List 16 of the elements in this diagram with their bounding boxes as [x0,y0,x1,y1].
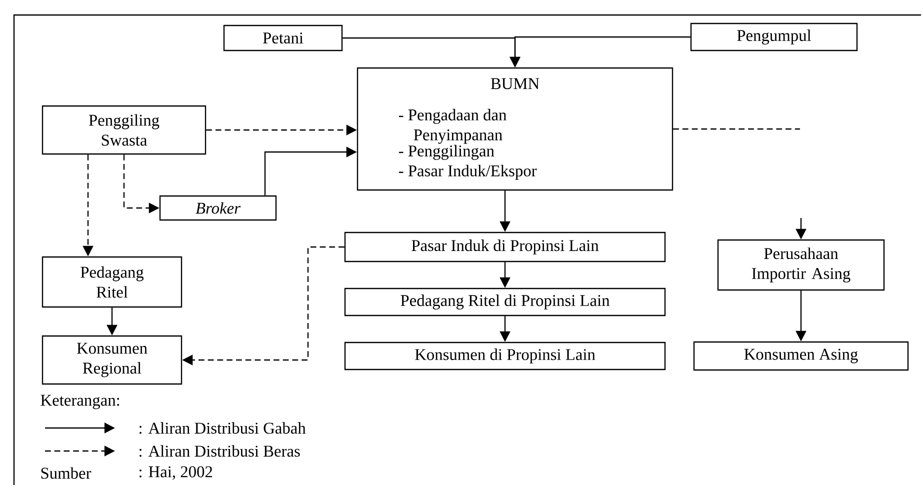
process-box: Konsumen Asing [693,341,909,371]
process-box: Konsumen Regional [42,335,182,385]
process-box: Pedagang Ritel di Propinsi Lain [344,288,666,316]
process-box: Pedagang Ritel [42,256,182,308]
process-box: Perusahaan Importir Asing [717,239,885,291]
process-box: Petani [223,24,343,52]
process-box: BUMN - Pengadaan dan Penyimpanan - Penggilingan - Pasar Induk/Ekspor [356,67,674,191]
legend-text: : Aliran Distribusi Gabah [140,422,306,434]
legend-text: : Aliran Distribusi Beras [140,445,300,457]
note-text: : Hai, 2002 [140,466,212,480]
note-text: Sumber [41,467,92,479]
process-box: Pengumpul [690,22,858,52]
process-box: Pasar Induk di Propinsi Lain [344,232,666,262]
process-box: Broker [159,195,277,221]
process-box: Konsumen di Propinsi Lain [344,342,666,370]
process-box: Penggiling Swasta [42,105,206,155]
